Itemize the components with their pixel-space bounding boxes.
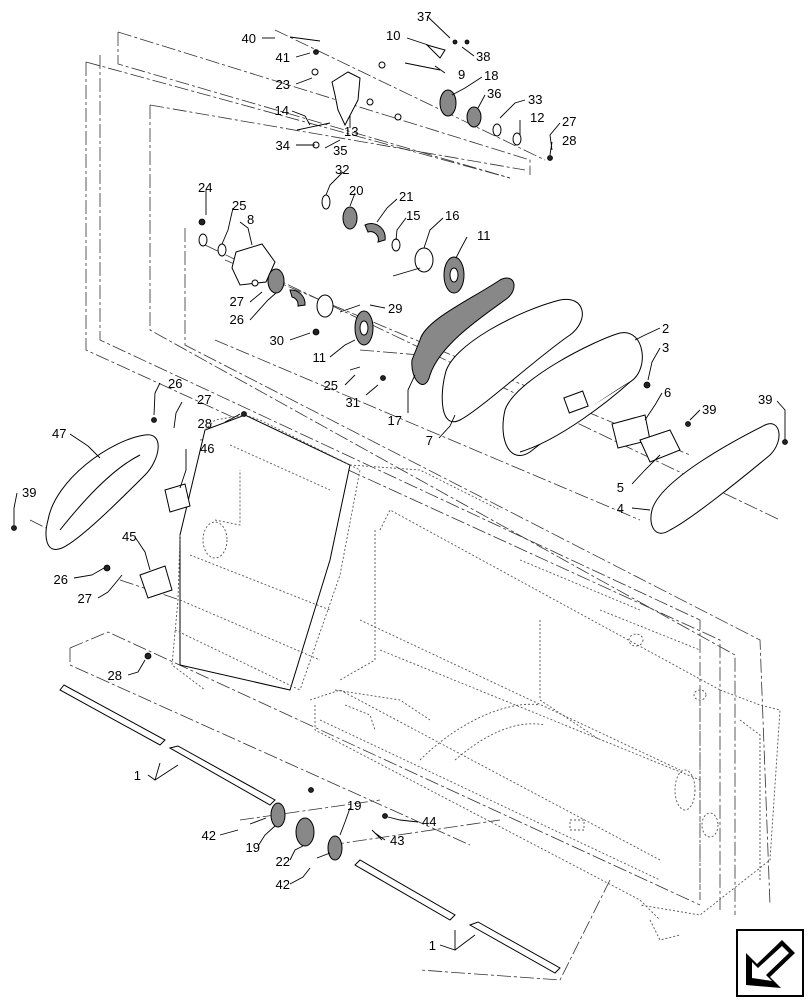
callout-1-left: 1 [134, 768, 141, 783]
callout-33: 33 [528, 92, 542, 107]
callout-25-upper: 25 [232, 198, 246, 213]
callout-10: 10 [386, 28, 400, 43]
callout-19-left: 19 [246, 840, 260, 855]
sprocket-19-left [270, 802, 286, 828]
sprocket-19-right [327, 835, 343, 861]
callout-29: 29 [388, 301, 402, 316]
cover-46 [164, 483, 191, 513]
callout-11-upper: 11 [477, 228, 491, 243]
callout-25-lower: 25 [324, 378, 338, 393]
callout-37: 37 [417, 9, 431, 24]
callout-13: 13 [344, 124, 358, 139]
lower-drive [249, 787, 388, 861]
callout-24: 24 [198, 180, 212, 195]
callout-32: 32 [335, 162, 349, 177]
callout-39-left: 39 [22, 485, 36, 500]
callout-31: 31 [346, 395, 360, 410]
rails-1 [59, 684, 561, 974]
callout-26-lower: 26 [54, 572, 68, 587]
callout-2: 2 [662, 321, 669, 336]
callout-3: 3 [662, 340, 669, 355]
callout-28-top: 28 [562, 133, 576, 148]
callout-8: 8 [247, 212, 254, 227]
callout-27-top: 27 [562, 114, 576, 129]
cover-5 [639, 429, 681, 463]
callout-16: 16 [445, 208, 459, 223]
callout-22: 22 [276, 854, 290, 869]
callout-40: 40 [242, 31, 256, 46]
gasket-4 [650, 423, 780, 534]
callout-21: 21 [399, 189, 413, 204]
callout-11-lower: 11 [313, 350, 327, 365]
idler-bracket [331, 71, 361, 127]
callout-42-lower: 42 [276, 877, 290, 892]
callout-19-right: 19 [347, 798, 361, 813]
callout-36: 36 [487, 86, 501, 101]
callout-14: 14 [275, 103, 289, 118]
callout-23: 23 [276, 77, 290, 92]
callout-20: 20 [349, 183, 363, 198]
callout-39-right: 39 [702, 402, 716, 417]
callout-46: 46 [200, 441, 214, 456]
header-frame [171, 414, 781, 941]
callout-45: 45 [122, 529, 136, 544]
chain-case-2 [502, 332, 651, 456]
drive-assembly [198, 194, 465, 381]
callout-27-mid: 27 [230, 294, 244, 309]
callout-4: 4 [617, 501, 624, 516]
plate-8 [231, 243, 276, 286]
callout-5: 5 [617, 480, 624, 495]
callout-44: 44 [422, 814, 436, 829]
upper-idler-assembly [289, 36, 553, 161]
callout-39-far-right: 39 [758, 392, 772, 407]
bearing-20 [342, 206, 358, 230]
callout-1-right: 1 [429, 938, 436, 953]
callout-42-upper: 42 [202, 828, 216, 843]
leader-lines [13, 15, 786, 951]
callout-26-mid: 26 [230, 312, 244, 327]
callout-28-lower: 28 [108, 668, 122, 683]
callout-7: 7 [426, 433, 433, 448]
callout-47: 47 [52, 426, 66, 441]
left-end-sheet [179, 414, 351, 691]
callout-43: 43 [390, 833, 404, 848]
callout-26-left: 26 [168, 376, 182, 391]
callout-27-left: 27 [197, 392, 211, 407]
callout-17: 17 [388, 413, 402, 428]
callout-6: 6 [664, 385, 671, 400]
callout-15: 15 [406, 208, 420, 223]
callout-34: 34 [276, 138, 290, 153]
callout-35: 35 [333, 143, 347, 158]
callout-9: 9 [458, 67, 465, 82]
callout-27-lower: 27 [78, 591, 92, 606]
callout-38: 38 [476, 49, 490, 64]
sprocket-18 [439, 89, 457, 117]
callout-18: 18 [484, 68, 498, 83]
next-page-arrow-icon[interactable] [736, 929, 804, 997]
sprocket-22 [295, 817, 315, 847]
drive-chain-17 [411, 277, 515, 385]
bearing-36 [466, 106, 482, 128]
half-collar-21 [364, 223, 386, 243]
callout-30: 30 [270, 333, 284, 348]
callout-28-left: 28 [198, 416, 212, 431]
callout-41: 41 [276, 50, 290, 65]
plate-45 [139, 565, 173, 599]
shield-47 [45, 434, 159, 550]
callout-12: 12 [530, 110, 544, 125]
callout-labels: 40 41 23 14 13 34 35 37 10 38 9 18 36 33… [22, 9, 772, 953]
